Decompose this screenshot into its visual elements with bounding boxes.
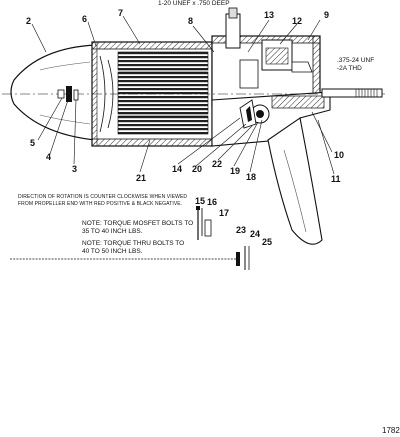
- callout-19: 19: [230, 166, 240, 176]
- skeg-fin: [267, 117, 323, 245]
- callout-8: 8: [188, 16, 193, 26]
- mosfet-bolt-hardware: [196, 206, 212, 240]
- callout-5: 5: [30, 138, 35, 148]
- callout-15: 15: [195, 196, 205, 206]
- thru-bolt-hardware: [10, 246, 250, 270]
- callout-numbers: 2 6 7 8 13 12 9 5 4 3 21 14 20 22 19 18 …: [26, 8, 344, 247]
- armature-laminations: [99, 51, 209, 135]
- gear-housing: [211, 91, 331, 147]
- callout-11: 11: [331, 174, 341, 184]
- callout-24: 24: [250, 229, 260, 239]
- callout-leaders: [31, 15, 335, 175]
- thru-note-line2: 40 TO 50 INCH LBS.: [82, 248, 143, 255]
- thru-bolt-torque-note: NOTE: TORQUE THRU BOLTS TO 40 TO 50 INCH…: [82, 240, 184, 255]
- callout-20: 20: [192, 164, 202, 174]
- callout-18: 18: [246, 172, 256, 182]
- callout-10: 10: [334, 150, 344, 160]
- shaft-thread-spec: 1-20 UNEF x .750 DEEP: [158, 0, 230, 7]
- callout-3: 3: [72, 164, 77, 174]
- callout-16: 16: [207, 197, 217, 207]
- callout-21: 21: [136, 173, 146, 183]
- callout-17: 17: [219, 208, 229, 218]
- callout-13: 13: [264, 10, 274, 20]
- callout-14: 14: [172, 164, 182, 174]
- thread-spec-line2: -2A THD: [337, 65, 362, 72]
- mosfet-note-line2: 35 TO 40 INCH LBS.: [82, 228, 143, 235]
- thru-note-line1: NOTE: TORQUE THRU BOLTS TO: [82, 240, 184, 247]
- thread-spec-line1: .375-24 UNF: [337, 57, 374, 64]
- nose-cone: [10, 44, 96, 141]
- rotation-note: DIRECTION OF ROTATION IS COUNTER CLOCKWI…: [18, 194, 187, 207]
- callout-9: 9: [324, 10, 329, 20]
- callout-7: 7: [118, 8, 123, 18]
- figure-number: 1782: [382, 426, 400, 435]
- propeller-shaft: [2, 88, 385, 98]
- mosfet-note-line1: NOTE: TORQUE MOSFET BOLTS TO: [82, 220, 193, 227]
- rotation-note-line1: DIRECTION OF ROTATION IS COUNTER CLOCKWI…: [18, 194, 187, 200]
- callout-25: 25: [262, 237, 272, 247]
- callout-12: 12: [292, 16, 302, 26]
- end-cap-housing: [211, 7, 321, 107]
- rotation-note-line2: FROM PROPELLER END WITH RED POSITIVE & B…: [18, 201, 182, 207]
- callout-22: 22: [212, 159, 222, 169]
- thread-spec-label: .375-24 UNF -2A THD: [337, 57, 374, 72]
- mosfet-torque-note: NOTE: TORQUE MOSFET BOLTS TO 35 TO 40 IN…: [82, 220, 193, 235]
- callout-2: 2: [26, 16, 31, 26]
- callout-23: 23: [236, 225, 246, 235]
- callout-6: 6: [82, 14, 87, 24]
- callout-4: 4: [46, 152, 51, 162]
